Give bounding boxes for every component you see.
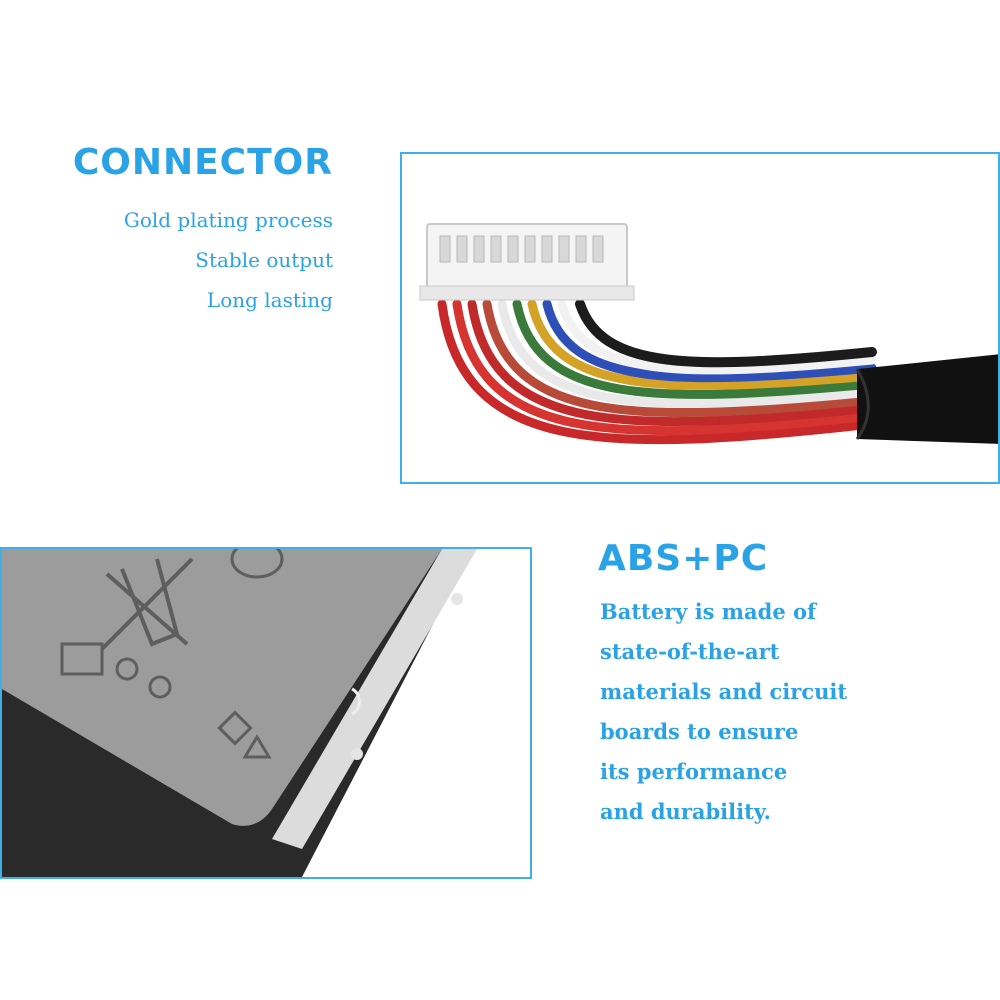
feature-stable-output: Stable output (195, 248, 333, 272)
battery-photo-frame (0, 547, 532, 879)
feature-long-lasting: Long lasting (206, 288, 333, 312)
connector-pins (439, 235, 604, 263)
material-line-5: its performance (600, 759, 788, 784)
battery-edge (272, 549, 477, 849)
material-line-3: materials and circuit (600, 679, 848, 704)
recycle-bin-icon (100, 557, 194, 651)
material-line-2: state-of-the-art (600, 639, 780, 664)
battery-photo (2, 549, 477, 877)
connector-heading: CONNECTOR (72, 142, 333, 183)
material-line-4: boards to ensure (600, 719, 799, 744)
battery-label (2, 549, 442, 826)
feature-gold-plating: Gold plating process (123, 208, 333, 232)
ul-icon (148, 675, 172, 699)
gs-icon (60, 642, 104, 676)
cable-sleeve (857, 354, 998, 444)
diamond-cert-icon (217, 710, 253, 746)
round-seal-icon (230, 549, 284, 579)
material-line-6: and durability. (600, 799, 771, 824)
s-mark-icon (115, 657, 139, 681)
material-line-1: Battery is made of (600, 599, 817, 624)
connector-photo (419, 223, 998, 445)
connector-photo-frame (400, 152, 1000, 484)
material-description: Battery is made of state-of-the-art mate… (600, 592, 847, 832)
material-heading: ABS+PC (598, 538, 769, 579)
warning-icon (242, 734, 272, 759)
connector-feature-list: Gold plating process Stable output Long … (124, 200, 333, 320)
wire-bundle (437, 299, 877, 445)
